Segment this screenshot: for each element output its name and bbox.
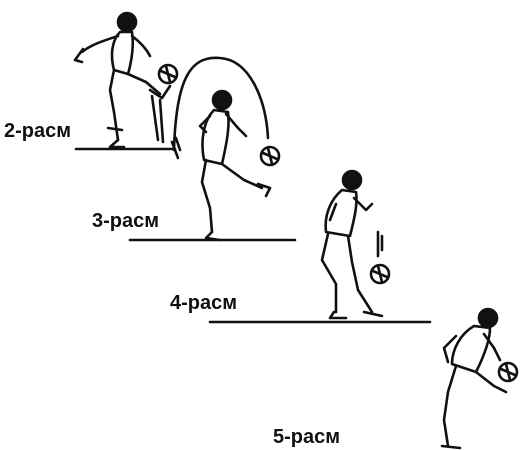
player-figure-2 <box>198 89 281 242</box>
arrow-mark <box>170 136 182 160</box>
figure-label-4: 4-расм <box>170 292 238 314</box>
player-figure-4 <box>440 307 519 450</box>
player-figure-1 <box>73 11 179 149</box>
ball-trajectory-arc <box>172 56 270 152</box>
figure-label-5: 5-расм <box>273 426 341 448</box>
figure-label-3: 3-расм <box>92 210 160 232</box>
player-figure-3 <box>320 169 391 320</box>
figure-label-2: 2-расм <box>4 120 72 142</box>
